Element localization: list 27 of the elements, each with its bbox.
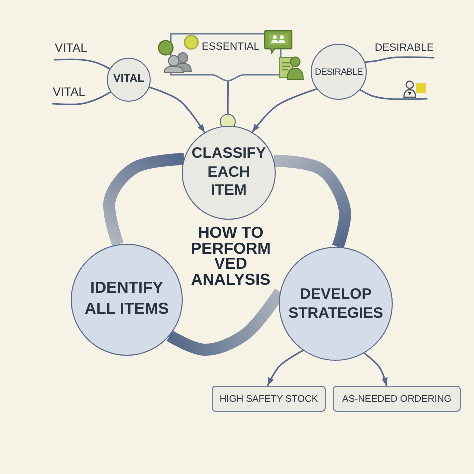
strategy-label: HIGH SAFETY STOCK <box>220 394 318 404</box>
strategy-label: AS-NEEDED ORDERING <box>342 394 452 404</box>
circle-label: VITAL <box>114 73 144 87</box>
diagram-title: HOW TO PERFORM VED ANALYSIS <box>190 226 272 288</box>
callout-label: ESSENTIAL <box>202 41 260 54</box>
arrow <box>148 86 206 134</box>
strategy-box <box>212 386 326 412</box>
circle-label: IDENTIFY ALL ITEMS <box>84 279 170 320</box>
branch-label: VITAL <box>55 39 91 60</box>
arrow <box>364 352 388 387</box>
person-icon <box>403 80 427 99</box>
connector-line <box>364 56 435 64</box>
circle-label: DESIRABLE <box>315 66 363 78</box>
arrow <box>267 350 304 387</box>
category-circle <box>107 58 151 102</box>
connector-line <box>227 81 230 115</box>
branch-label: DESIRABLE <box>372 39 434 58</box>
strategy-box <box>333 386 461 412</box>
branch-label: VITAL <box>53 83 89 104</box>
circle-label: CLASSIFY EACH ITEM <box>190 144 268 202</box>
cycle-band <box>104 153 184 247</box>
cycle-band <box>274 154 352 250</box>
connector-line <box>54 58 111 70</box>
circle-label: DEVELOP STRATEGIES <box>288 284 384 324</box>
arrow <box>252 88 318 134</box>
connector-line <box>52 92 112 106</box>
connector-line <box>360 89 428 100</box>
